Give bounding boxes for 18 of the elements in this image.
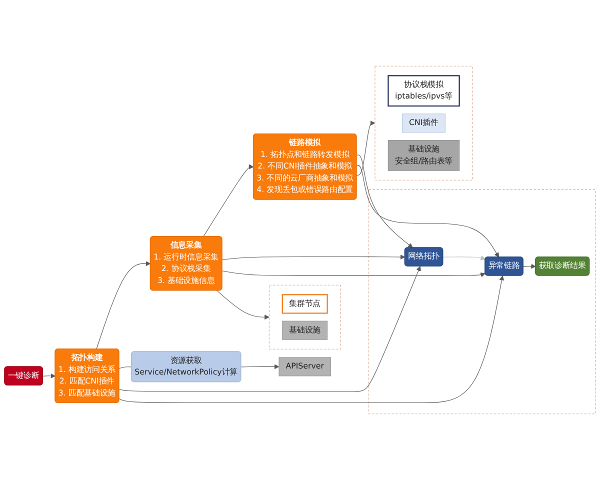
cluster bbox=[368, 189, 596, 414]
arrow bbox=[442, 255, 486, 260]
cluster bbox=[374, 66, 473, 180]
arrow bbox=[356, 164, 500, 258]
arrow bbox=[222, 270, 486, 278]
arrow bbox=[118, 266, 421, 392]
arrow bbox=[222, 254, 406, 260]
arrow bbox=[96, 261, 151, 350]
arrow bbox=[216, 290, 270, 320]
arrow bbox=[118, 276, 504, 403]
arrow bbox=[356, 120, 376, 176]
arrow bbox=[356, 154, 413, 248]
connector bbox=[118, 366, 132, 369]
cluster bbox=[268, 284, 341, 350]
arrow bbox=[203, 164, 254, 237]
arrow bbox=[42, 373, 56, 378]
arrow bbox=[523, 264, 536, 269]
arrow bbox=[240, 364, 280, 370]
